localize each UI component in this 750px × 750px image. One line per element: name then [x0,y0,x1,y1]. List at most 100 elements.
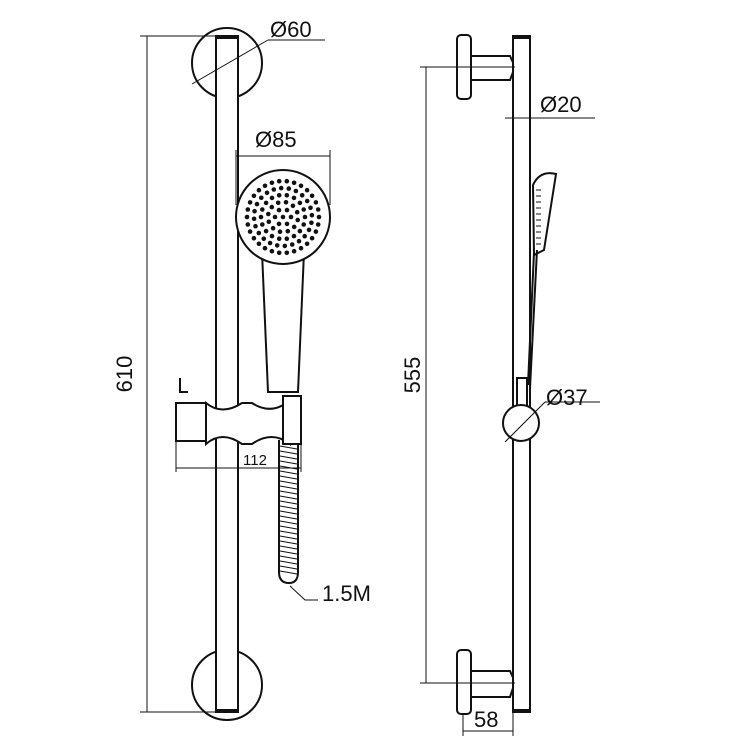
rail-diameter-label: Ø20 [540,92,582,117]
nozzle-dot [269,195,275,201]
nozzle-dot [301,207,307,212]
nozzle-dot [278,185,284,191]
nozzle-dot [304,241,310,247]
nozzle-dot [256,187,262,193]
nozzle-dot [284,221,290,227]
nozzle-dot [263,200,269,206]
nozzle-dot [291,195,297,201]
nozzle-dot [283,200,289,205]
nozzle-dot [276,178,282,184]
nozzle-dot [245,222,251,227]
nozzle-dot [315,222,321,227]
hand-shower [235,169,331,393]
slider-bracket [175,378,302,447]
shower-nozzles [244,178,322,256]
nozzle-dot [293,188,299,194]
dim-slider-width: 112 [175,441,302,472]
wall-plate-diameter-label: Ø60 [270,17,312,42]
hose-length-label: 1.5M [322,581,371,606]
nozzle-dot [284,207,290,213]
nozzle-dot [260,207,265,212]
nozzle-dot [266,219,272,225]
knob-diameter-label: Ø37 [546,385,588,410]
nozzle-dot [309,212,315,218]
dim-knob-diameter: Ø37 [504,385,600,443]
nozzle-dot [276,207,282,213]
nozzle-dot [284,250,290,256]
nozzle-dot [298,245,304,251]
nozzle-dot [316,214,322,220]
nozzle-dot [290,203,296,209]
nozzle-dot [309,235,315,241]
nozzle-dot [288,214,294,220]
nozzle-dot [296,238,302,244]
nozzle-dot [276,236,282,241]
nozzle-dot [272,214,278,220]
nozzle-dot [266,211,271,217]
nozzle-dot [294,209,300,215]
nozzle-dot [302,233,308,239]
nozzle-dot [262,183,268,189]
nozzle-dot [259,195,264,201]
nozzle-dot [280,214,286,220]
nozzle-dot [284,193,290,198]
nozzle-dot [301,222,307,227]
side-rail [512,35,531,713]
slide-rail [215,35,239,713]
nozzle-dot [284,178,290,184]
nozzle-dot [297,200,303,206]
nozzle-dot [313,200,319,205]
nozzle-dot [306,227,312,233]
shower-hose [278,440,299,585]
nozzle-dot [276,193,282,198]
dim-total-length: 610 [112,35,216,713]
nozzle-dot [269,233,275,239]
nozzle-dot [271,187,277,192]
nozzle-dot [263,228,269,234]
nozzle-dot [291,248,297,254]
nozzle-dot [274,243,280,248]
nozzle-dot [261,236,267,241]
nozzle-dot [289,242,295,247]
total-length-label: 610 [112,356,137,393]
nozzle-dot [256,241,262,247]
top-wall-bracket [456,34,517,100]
nozzle-dot [291,224,297,230]
nozzle-dot [258,214,264,220]
nozzle-dot [260,222,265,227]
hand-shower-profile [527,172,558,389]
nozzle-dot [275,200,281,206]
slider-knob [502,377,540,442]
nozzle-dot [304,187,310,193]
nozzle-dot [315,207,321,212]
nozzle-dot [253,223,258,229]
nozzle-dot [282,243,288,249]
nozzle-dot [267,240,273,246]
nozzle-dot [284,236,290,241]
bottom-wall-bracket [456,649,517,715]
nozzle-dot [256,230,262,236]
nozzle-dot [302,214,308,220]
front-view: 610 Ø60 Ø85 112 1.5M [112,17,371,721]
nozzle-dot [252,208,257,214]
nozzle-dot [286,186,292,191]
nozzle-dot [269,204,275,210]
slider-width-label: 112 [243,452,267,469]
nozzle-dot [245,207,251,212]
nozzle-dot [251,193,257,199]
nozzle-dot [295,217,301,223]
nozzle-dot [309,193,315,199]
nozzle-dot [247,229,253,234]
nozzle-dot [291,180,297,186]
head-diameter-label: Ø85 [255,127,297,152]
nozzle-dot [247,200,253,205]
nozzle-dot [269,180,275,186]
dim-projection: 58 [462,707,514,736]
nozzle-dot [304,198,310,204]
nozzle-dot [308,205,313,211]
nozzle-dot [276,250,282,256]
projection-label: 58 [474,707,498,732]
dim-bracket-spacing: 555 [400,66,515,684]
nozzle-dot [291,233,297,239]
